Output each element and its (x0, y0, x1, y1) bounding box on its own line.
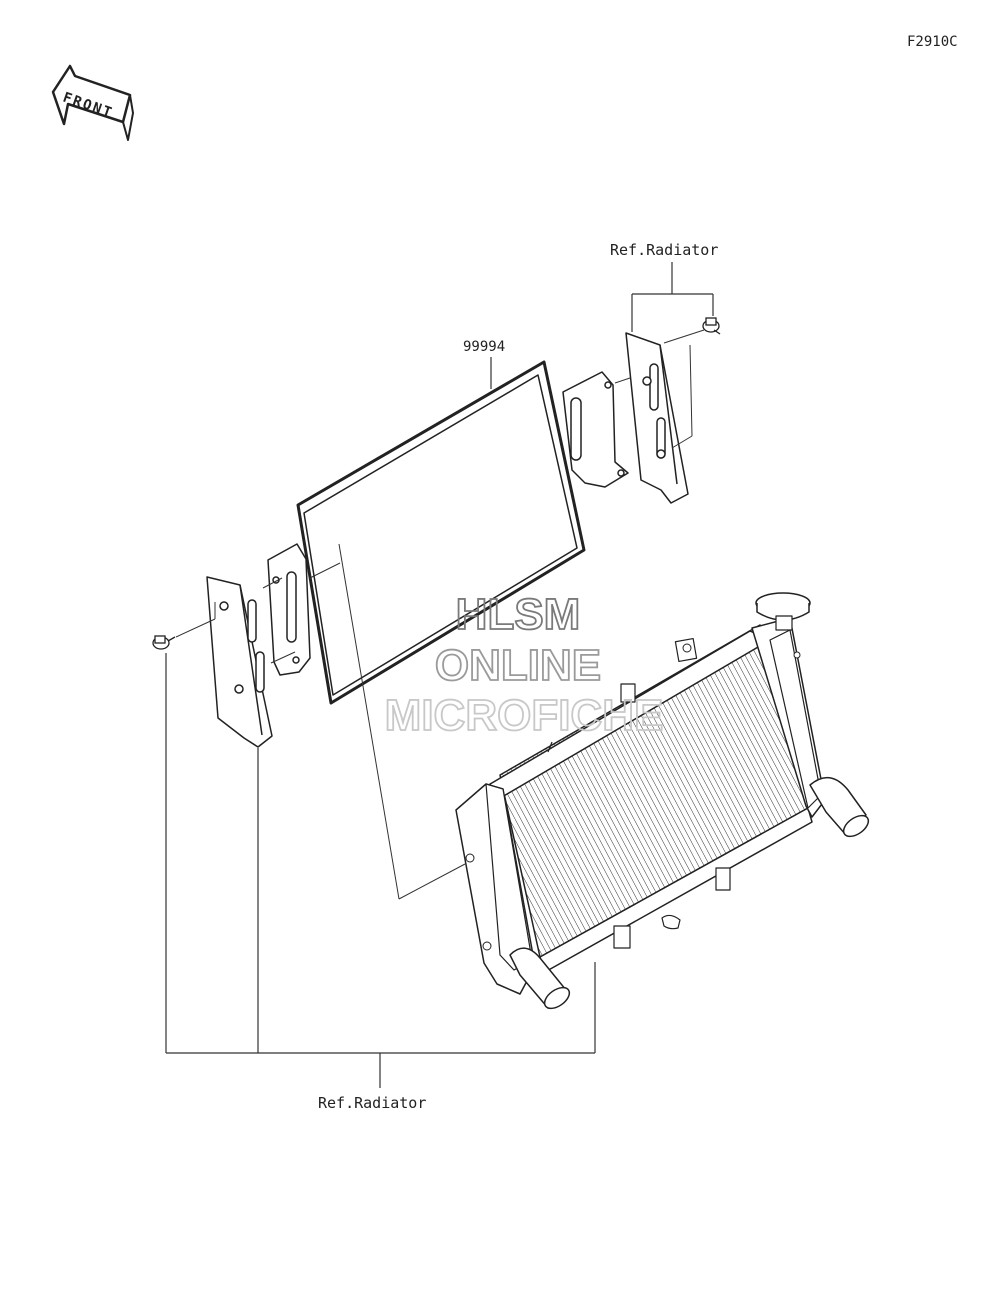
ref-upper-leader (631, 262, 714, 332)
left-screw-icon (152, 635, 176, 650)
right-screw-icon (702, 317, 721, 335)
diagram-code: F2910C (907, 34, 958, 50)
ref-radiator-upper-label: Ref.Radiator (610, 241, 718, 259)
right-bracket-leaders (614, 329, 705, 449)
radiator (455, 592, 870, 1010)
watermark-line-3: MICROFICHE (385, 691, 664, 740)
front-arrow-icon: FRONT (51, 64, 134, 141)
ref-lower-leader (165, 653, 596, 1088)
left-screen-bracket (267, 543, 311, 676)
ref-radiator-lower-label: Ref.Radiator (318, 1094, 426, 1112)
part-number-label: 99994 (463, 339, 505, 355)
watermark: HLSM ONLINE MICROFICHE (384, 589, 664, 741)
right-outer-bracket (625, 332, 689, 504)
watermark-line-1: HLSM (456, 590, 581, 639)
screen-to-radiator-leader (309, 543, 466, 900)
right-screen-bracket (562, 371, 629, 488)
left-outer-bracket (206, 576, 273, 748)
radiator-screen (296, 360, 586, 705)
watermark-line-2: ONLINE (435, 641, 601, 690)
left-bracket-leaders (175, 577, 296, 664)
